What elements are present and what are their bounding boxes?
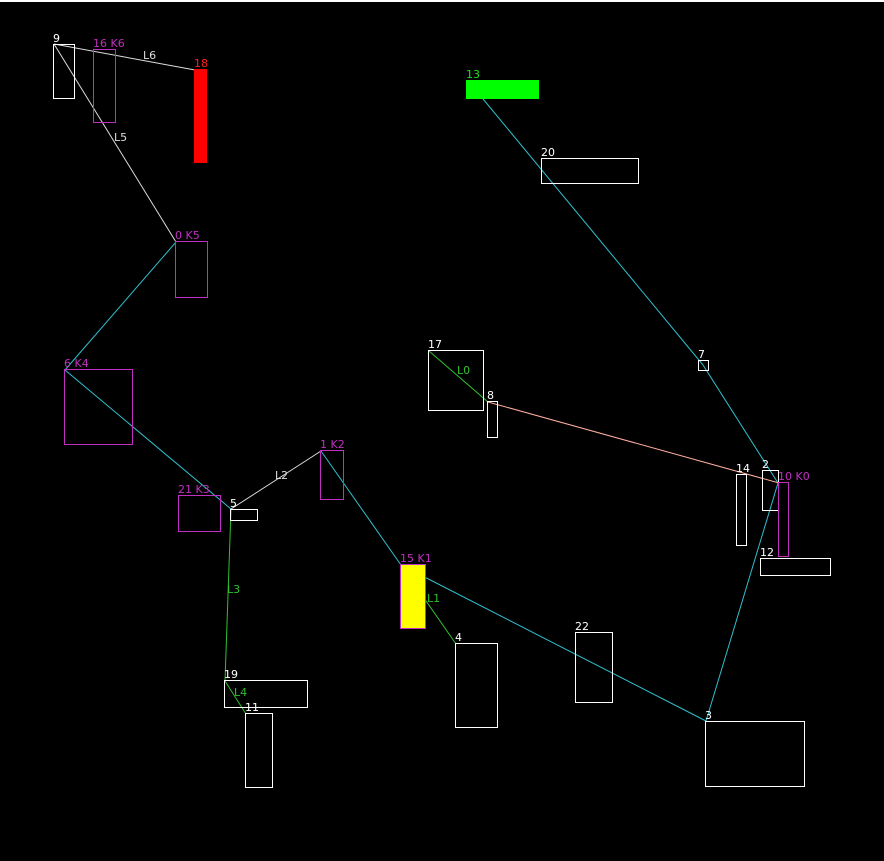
- node-box-17[interactable]: [428, 350, 484, 411]
- node-box-22[interactable]: [575, 632, 613, 703]
- edge-13-7: [468, 81, 704, 366]
- nodes-layer: [53, 44, 831, 788]
- edge-5-19: [224, 508, 232, 682]
- edge-8-10K0: [487, 401, 780, 484]
- node-label-3: 3: [705, 709, 712, 722]
- node-label-16k6: 16 K6: [93, 37, 125, 50]
- node-label-11: 11: [245, 701, 259, 714]
- node-label-4: 4: [455, 631, 462, 644]
- edge-17-8: [428, 350, 489, 403]
- node-label-21k3: 21 K3: [178, 483, 210, 496]
- node-label-20: 20: [541, 146, 555, 159]
- node-box-15k1[interactable]: [400, 564, 426, 629]
- node-label-15k1: 15 K1: [400, 552, 432, 565]
- edge-label-l4: L4: [234, 686, 247, 699]
- edge-2-3: [705, 482, 779, 722]
- node-box-19[interactable]: [224, 680, 308, 708]
- node-label-0k5: 0 K5: [175, 229, 200, 242]
- node-label-7: 7: [698, 348, 705, 361]
- node-box-6k4[interactable]: [64, 369, 133, 445]
- edge-label-l6: L6: [143, 49, 156, 62]
- node-box-16k6[interactable]: [93, 49, 116, 123]
- node-label-9: 9: [53, 32, 60, 45]
- node-box-21k3[interactable]: [178, 495, 221, 532]
- edge-6K4-0K5: [64, 241, 177, 371]
- node-label-12: 12: [760, 546, 774, 559]
- node-box-20[interactable]: [541, 158, 639, 184]
- node-label-8: 8: [487, 389, 494, 402]
- edge-15K1-1K2: [320, 450, 402, 566]
- node-label-6k4: 6 K4: [64, 357, 89, 370]
- node-label-10k0: 10 K0: [778, 470, 810, 483]
- node-box-4[interactable]: [455, 643, 498, 728]
- node-box-10k0[interactable]: [778, 482, 789, 557]
- node-box-11[interactable]: [245, 713, 273, 788]
- node-box-7[interactable]: [698, 360, 709, 371]
- node-label-5: 5: [230, 497, 237, 510]
- node-label-19: 19: [224, 668, 238, 681]
- node-label-13: 13: [466, 68, 480, 81]
- edge-7-2: [702, 364, 779, 484]
- node-box-5[interactable]: [230, 509, 258, 521]
- node-box-8[interactable]: [487, 401, 498, 438]
- edge-9-18: [53, 43, 196, 71]
- node-label-14: 14: [736, 462, 750, 475]
- edge-label-l3: L3: [227, 583, 240, 596]
- edge-label-l0: L0: [457, 364, 470, 377]
- top-border: [0, 0, 884, 2]
- node-box-3[interactable]: [705, 721, 805, 787]
- edge-3-15K1: [400, 564, 707, 722]
- edge-label-l5: L5: [114, 131, 127, 144]
- edge-label-l1: L1: [427, 592, 440, 605]
- node-box-9[interactable]: [53, 44, 75, 99]
- edge-19-11: [224, 680, 247, 715]
- node-label-22: 22: [575, 620, 589, 633]
- node-label-17: 17: [428, 338, 442, 351]
- node-box-12[interactable]: [760, 558, 831, 576]
- node-box-1k2[interactable]: [320, 450, 344, 500]
- node-box-0k5[interactable]: [175, 241, 208, 298]
- node-label-18: 18: [194, 57, 208, 70]
- node-box-13[interactable]: [466, 80, 539, 99]
- edge-label-l2: L2: [275, 469, 288, 482]
- node-label-1k2: 1 K2: [320, 438, 345, 451]
- edge-6K4-5: [64, 369, 232, 510]
- edge-5-1K2: [230, 450, 322, 510]
- node-box-14[interactable]: [736, 474, 747, 546]
- node-box-18[interactable]: [194, 69, 207, 163]
- node-label-2: 2: [762, 458, 769, 471]
